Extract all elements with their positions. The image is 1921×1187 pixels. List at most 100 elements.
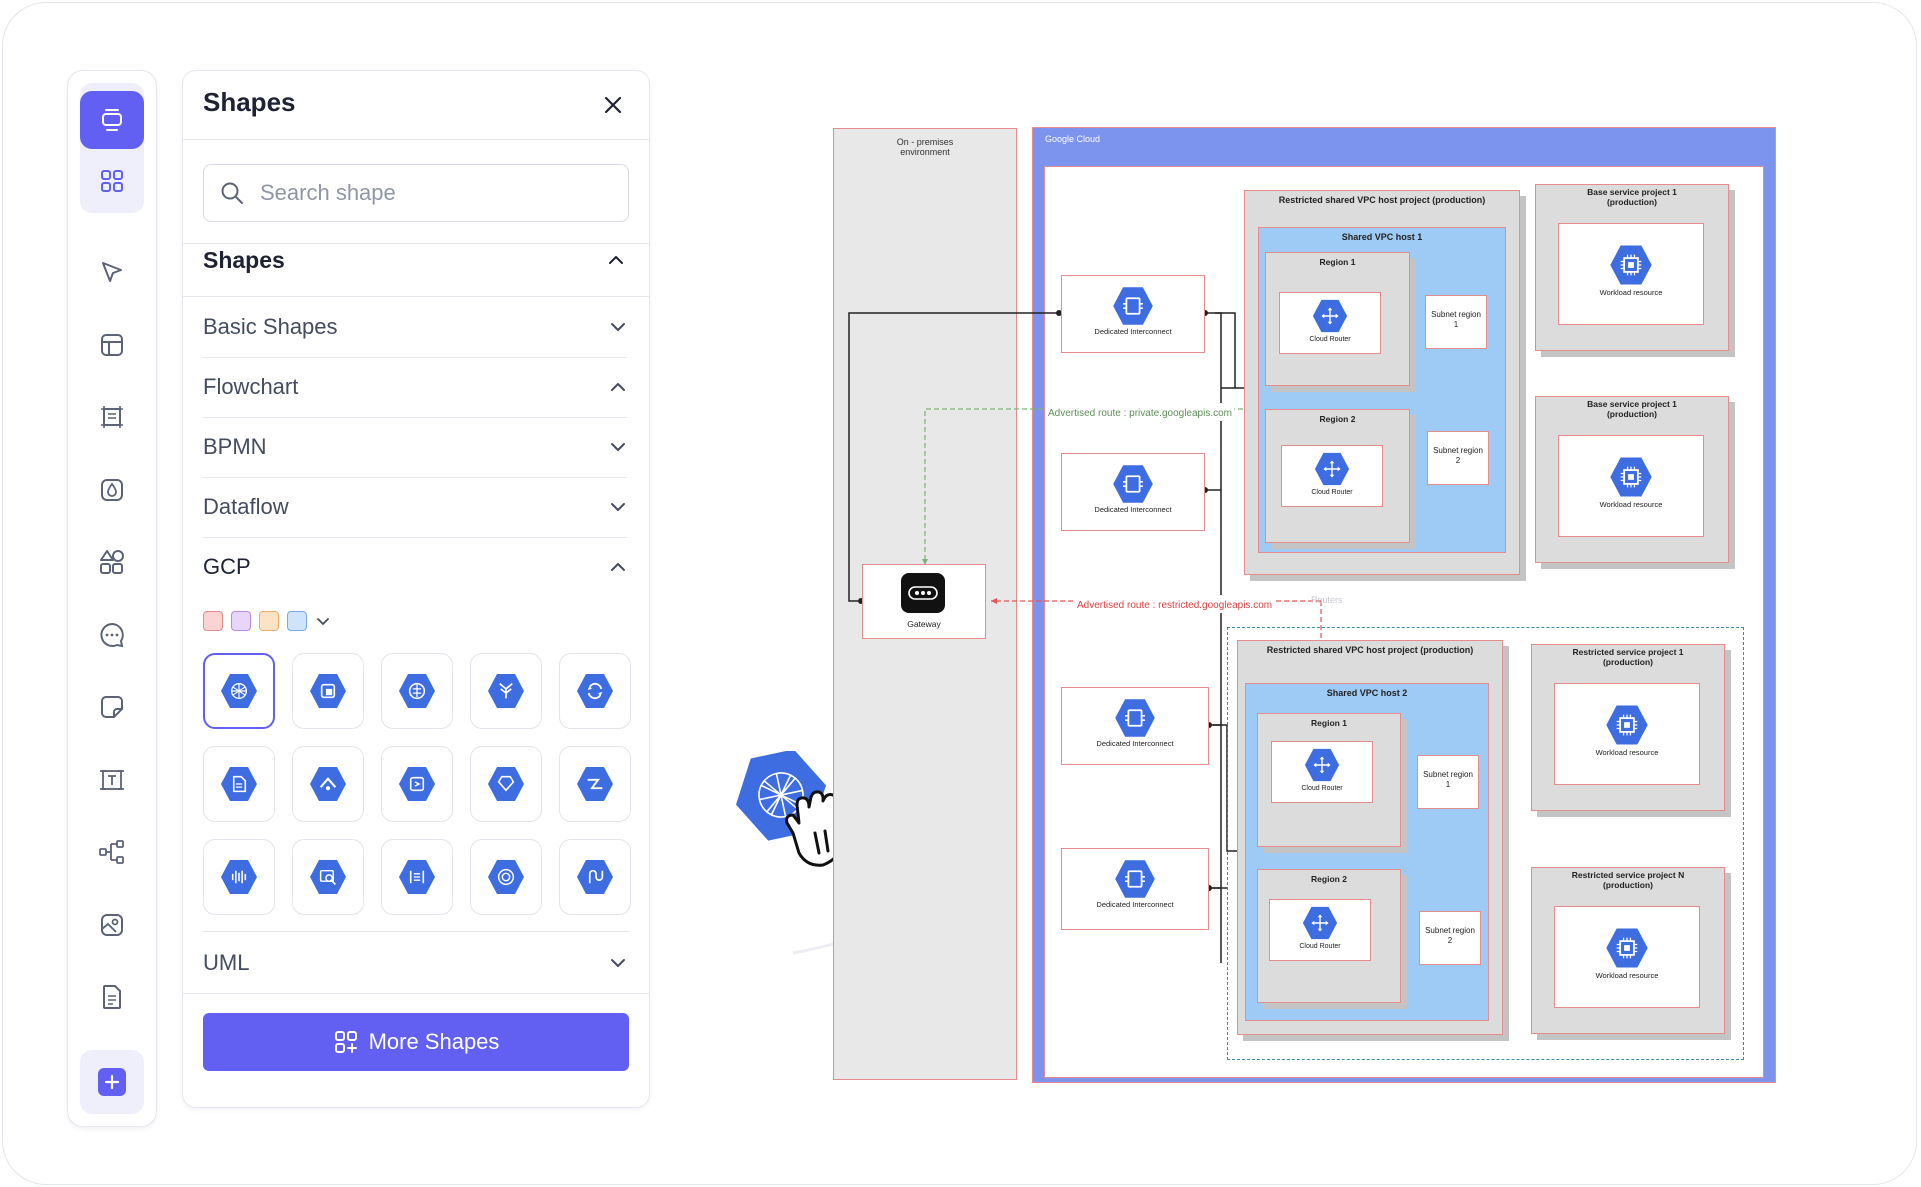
swatch-purple[interactable] <box>231 611 251 631</box>
gcp-shape-tile[interactable] <box>292 653 364 729</box>
chevron-up-icon <box>611 383 625 391</box>
select-tool-button[interactable] <box>80 243 144 301</box>
document-icon <box>103 985 121 1009</box>
category-bpmn[interactable]: BPMN <box>203 417 627 478</box>
present-button[interactable] <box>80 91 144 149</box>
gcp-shape-tile[interactable] <box>292 746 364 822</box>
gcp-shape-tile[interactable] <box>292 839 364 915</box>
gcp-shape-tile[interactable] <box>203 746 275 822</box>
subnet-node[interactable]: Subnet region 1 <box>1425 295 1487 349</box>
swatch-red[interactable] <box>203 611 223 631</box>
gcp-shape-tile[interactable] <box>381 746 453 822</box>
chevron-up-icon <box>611 563 625 571</box>
subnet-label: Subnet region 2 <box>1425 926 1475 945</box>
gcp-shape-tile[interactable] <box>470 839 542 915</box>
template-icon <box>101 334 123 356</box>
workload-resource-node[interactable]: Workload resource <box>1554 683 1700 785</box>
category-label: BPMN <box>203 434 267 459</box>
gcp-shape-tile[interactable] <box>381 653 453 729</box>
gcp-shape-tile[interactable] <box>559 839 631 915</box>
template-tool-button[interactable] <box>80 316 144 374</box>
comment-tool-button[interactable] <box>80 606 144 664</box>
service-project[interactable]: Restricted service project N (production… <box>1531 867 1725 1034</box>
gcp-shape-tile[interactable] <box>381 839 453 915</box>
router-icon <box>1312 299 1348 333</box>
subnet-node[interactable]: Subnet region 1 <box>1417 755 1479 809</box>
service-project[interactable]: Base service project 1 (production) Work… <box>1535 396 1729 563</box>
mindmap-tool-button[interactable] <box>80 823 144 881</box>
cloud-router-node[interactable]: Cloud Router <box>1269 899 1371 961</box>
category-basic-shapes[interactable]: Basic Shapes <box>203 297 627 358</box>
workload-icon <box>1606 928 1648 968</box>
close-button[interactable] <box>597 89 629 121</box>
category-label: GCP <box>203 554 251 579</box>
project-title: Restricted shared VPC host project (prod… <box>1266 645 1474 655</box>
region-label: Region 1 <box>1319 257 1356 267</box>
router-icon <box>1304 748 1340 782</box>
fill-tool-button[interactable] <box>80 461 144 519</box>
frame-tool-button[interactable] <box>80 388 144 446</box>
image-icon <box>101 914 123 936</box>
router-icon <box>1314 452 1350 486</box>
section-title: Shapes <box>203 247 285 273</box>
left-toolbar <box>67 70 157 1127</box>
search-input[interactable] <box>258 179 602 207</box>
category-gcp[interactable]: GCP <box>203 537 627 597</box>
gcp-build-icon <box>310 674 346 708</box>
route-label-private: Advertised route : private.googleapis.co… <box>1046 403 1234 421</box>
gcp-shape-tile[interactable] <box>203 839 275 915</box>
chevron-down-icon[interactable] <box>315 613 331 629</box>
subnet-node[interactable]: Subnet region 2 <box>1419 911 1481 965</box>
image-tool-button[interactable] <box>80 896 144 954</box>
cloud-router-node[interactable]: Cloud Router <box>1271 741 1373 803</box>
dedicated-interconnect-node[interactable]: Dedicated Interconnect <box>1061 275 1205 353</box>
gateway-node[interactable]: Gateway <box>862 564 986 639</box>
dedicated-interconnect-node[interactable]: Dedicated Interconnect <box>1061 453 1205 531</box>
router-icon <box>1302 906 1338 940</box>
subnet-node[interactable]: Subnet region 2 <box>1427 431 1489 485</box>
sticky-note-button[interactable] <box>80 678 144 736</box>
gateway-label: Gateway <box>907 619 941 629</box>
category-flowchart[interactable]: Flowchart <box>203 357 627 418</box>
chevron-up-icon[interactable] <box>607 251 625 269</box>
document-tool-button[interactable] <box>80 968 144 1026</box>
swatch-blue[interactable] <box>287 611 307 631</box>
more-shapes-button[interactable]: More Shapes <box>203 1013 629 1071</box>
gcp-tree-icon <box>488 674 524 708</box>
shapes-panel-button[interactable] <box>80 152 144 210</box>
workload-resource-node[interactable]: Workload resource <box>1558 435 1704 537</box>
service-project[interactable]: Restricted service project 1 (production… <box>1531 644 1725 811</box>
text-tool-button[interactable] <box>80 751 144 809</box>
gcp-shape-tile[interactable] <box>470 746 542 822</box>
service-perimeter[interactable] <box>1227 627 1744 1060</box>
fill-icon <box>101 479 123 501</box>
swatch-orange[interactable] <box>259 611 279 631</box>
mindmap-icon <box>99 840 124 864</box>
frame-icon <box>101 406 123 428</box>
chevron-down-icon <box>611 503 625 511</box>
cloud-router-node[interactable]: Cloud Router <box>1281 445 1383 507</box>
workload-resource-node[interactable]: Workload resource <box>1554 906 1700 1008</box>
shapes-tool-button[interactable] <box>80 533 144 591</box>
gcp-shape-tile[interactable] <box>203 653 275 729</box>
node-label: Dedicated Interconnect <box>1096 900 1174 909</box>
gcp-shape-tile[interactable] <box>559 653 631 729</box>
dedicated-interconnect-node[interactable]: Dedicated Interconnect <box>1061 687 1209 765</box>
category-dataflow[interactable]: Dataflow <box>203 477 627 538</box>
divider <box>183 296 649 297</box>
cloud-router-node[interactable]: Cloud Router <box>1279 292 1381 354</box>
node-label: Workload resource <box>1599 288 1663 297</box>
interconnect-icon <box>1115 860 1155 898</box>
dedicated-interconnect-node[interactable]: Dedicated Interconnect <box>1061 848 1209 930</box>
service-project[interactable]: Base service project 1 (production) Work… <box>1535 184 1729 351</box>
workload-resource-node[interactable]: Workload resource <box>1558 223 1704 325</box>
plus-icon <box>98 1068 126 1096</box>
gcp-shape-tile[interactable] <box>470 653 542 729</box>
gcp-shape-tile[interactable] <box>559 746 631 822</box>
interconnect-icon <box>1113 287 1153 325</box>
category-uml[interactable]: UML <box>203 933 627 993</box>
gateway-icon <box>901 573 945 613</box>
search-box[interactable] <box>203 164 629 222</box>
add-button[interactable] <box>80 1050 144 1114</box>
gcloud-title: Google Cloud <box>1045 134 1101 144</box>
